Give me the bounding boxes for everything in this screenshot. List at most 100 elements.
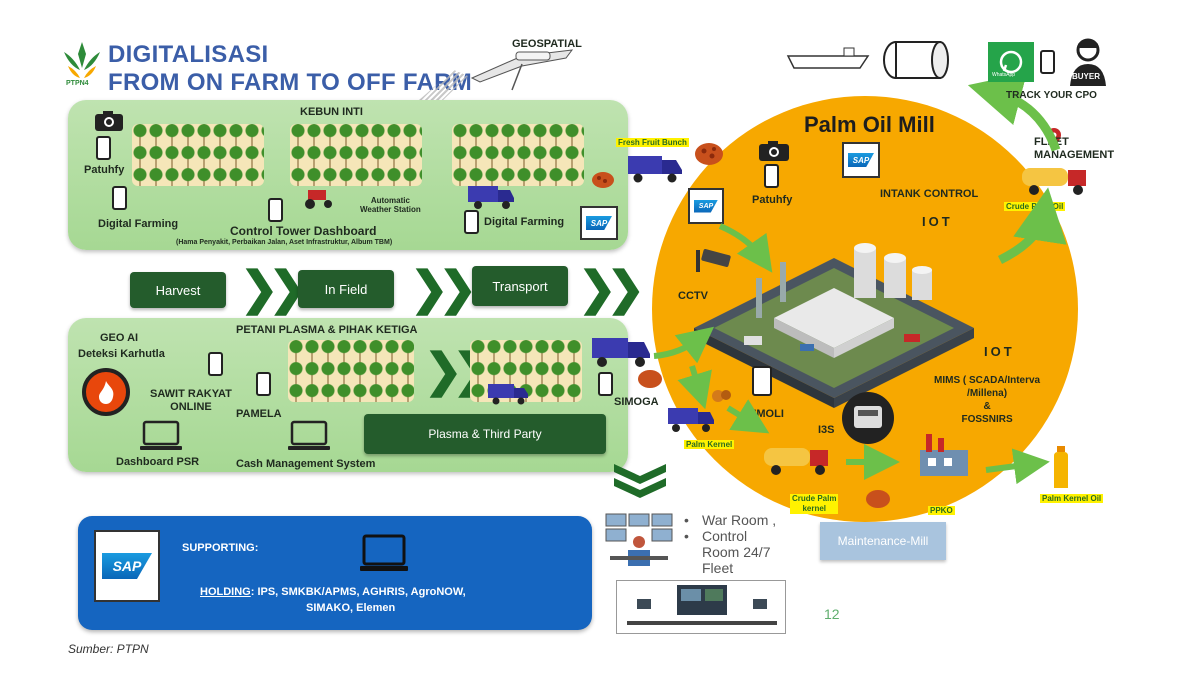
tractor-icon [300,184,336,210]
mill-patuhfy-label: Patuhfy [752,194,793,206]
whatsapp-label: WhatsApp [992,72,1016,78]
mill-sap-box-left: SAP [688,188,724,224]
iot-label-2: IOT [984,344,1015,359]
source-caption: Sumber: PTPN [68,642,149,656]
laptop-icon [358,534,410,576]
geo-ai-label: GEO AI [100,332,139,344]
palm-kernel-label: Palm Kernel [684,440,735,449]
list-item: •War Room , [684,512,777,528]
whatsapp-icon [988,42,1034,82]
control-room-item: Control Room 24/7 [702,528,771,560]
track-phone-icon [1040,50,1055,74]
war-room-item: War Room , [702,512,777,528]
plasma-title: PETANI PLASMA & PIHAK KETIGA [236,324,418,336]
ship-icon [784,42,874,72]
kebun-inti-title: KEBUN INTI [300,106,363,118]
patuhfy-phone-icon [764,164,779,188]
holding-text: : IPS, SMKBK/APMS, AGHRIS, AgroNOW, [250,586,466,598]
buyer-label: BUYER [1072,72,1101,81]
sap-logo-icon: SAP [586,216,612,230]
war-room-list: •War Room , •Control Room 24/7 Fleet [684,512,776,576]
tanker-truck-icon [762,440,834,478]
oil-bottle-icon [1050,446,1072,490]
deteksi-label: Deteksi Karhutla [78,348,165,360]
fruit-bunch-icon [692,138,726,168]
cash-mgmt-label: Cash Management System [236,458,376,470]
flow-transport[interactable]: Transport [472,266,568,306]
control-tower-sub: (Hama Penyakit, Perbaikan Jalan, Aset In… [176,239,393,246]
crude-palm-kernel-label: Crude Palm kernel [790,494,839,514]
digital-farming-right-label: Digital Farming [484,216,565,228]
plantation-block-3 [452,124,584,186]
palm-kernel-icon [710,386,734,404]
page-number: 12 [824,606,840,622]
fire-icon [82,368,130,416]
cctv-icon [694,248,734,276]
plantation-block-1 [132,124,264,186]
page-title-line2: FROM ON FARM TO OFF FARM [108,69,473,96]
plantation-block-4 [288,340,414,402]
simoga-label: SIMOGA [614,396,659,408]
supporting-label: SUPPORTING: [182,542,259,554]
cctv-label: CCTV [678,290,708,302]
chevron-right-icon: ❯❯ [578,262,645,314]
camera-icon [758,140,790,162]
drone-icon [462,38,582,98]
buyer-avatar-icon [1066,36,1110,88]
sawit-rakyat-label: SAWIT RAKYAT ONLINE [150,388,232,413]
mill-sap-box-top: SAP [842,142,880,178]
truck-icon [466,180,516,210]
sawit-phone-icon [208,352,223,376]
maintenance-mill-button[interactable]: Maintenance-Mill [820,522,946,560]
digital-farming-phone-icon [112,186,127,210]
scale-icon [842,392,894,444]
chevron-down-icon [612,462,668,498]
geospatial-label: GEOSPATIAL [512,38,582,50]
truck-icon [666,404,716,434]
plasma-third-party-button[interactable]: Plasma & Third Party [364,414,606,454]
mill-title: Palm Oil Mill [804,112,935,137]
flow-harvest[interactable]: Harvest [130,272,226,308]
chevron-right-icon: ❯❯ [240,262,307,314]
laptop-icon [286,420,332,454]
logo-text: PTPN4 [66,80,89,87]
plantation-block-2 [290,124,422,186]
palm-kernel-oil-label: Palm Kernel Oil [1040,494,1104,503]
war-room-illustration [604,512,674,568]
dashboard-psr-label: Dashboard PSR [116,456,200,468]
fruit-bunch-icon [636,366,664,390]
mims-label: MIMS ( SCADA/Interva /Millena) & FOSSNIR… [934,375,1041,425]
holding-text-line2: SIMAKO, Elemen [306,602,396,614]
chevron-right-icon: ❯❯ [410,262,477,314]
truck-icon [486,380,530,406]
control-tower-phone-icon [268,198,283,222]
iot-label-1: IOT [922,214,953,229]
i3s-label: I3S [818,424,835,436]
control-tower-label: Control Tower Dashboard [230,224,377,238]
pamela-phone-icon [256,372,271,396]
simoli-phone-icon [752,366,772,396]
fruit-bunch-icon [864,486,892,510]
patuhfy-label: Patuhfy [84,164,125,176]
truck-icon [626,150,684,184]
logo [60,38,104,88]
camera-icon [94,110,124,132]
sap-logo-icon: SAP [694,199,718,213]
storage-tank-icon [880,38,956,82]
flow-in-field[interactable]: In Field [298,270,394,308]
digital-farming-left-label: Digital Farming [98,218,179,230]
digital-farming-right-phone-icon [464,210,479,234]
holding-line: HOLDING: IPS, SMKBK/APMS, AGHRIS, AgroNO… [200,586,466,598]
track-cpo-label: TRACK YOUR CPO [1006,90,1097,101]
fleet-item: Fleet [702,560,734,576]
fruit-bunch-icon [590,168,616,190]
control-room-photo [616,580,786,634]
list-item: Fleet [684,560,776,576]
intank-label: INTANK CONTROL [880,188,979,200]
aws-label: Automatic Weather Station [360,196,421,214]
sap-logo-icon: SAP [102,553,152,579]
supporting-panel [78,516,592,630]
patuhfy-phone-icon [96,136,111,160]
ptpn-leaf-icon [64,42,100,78]
